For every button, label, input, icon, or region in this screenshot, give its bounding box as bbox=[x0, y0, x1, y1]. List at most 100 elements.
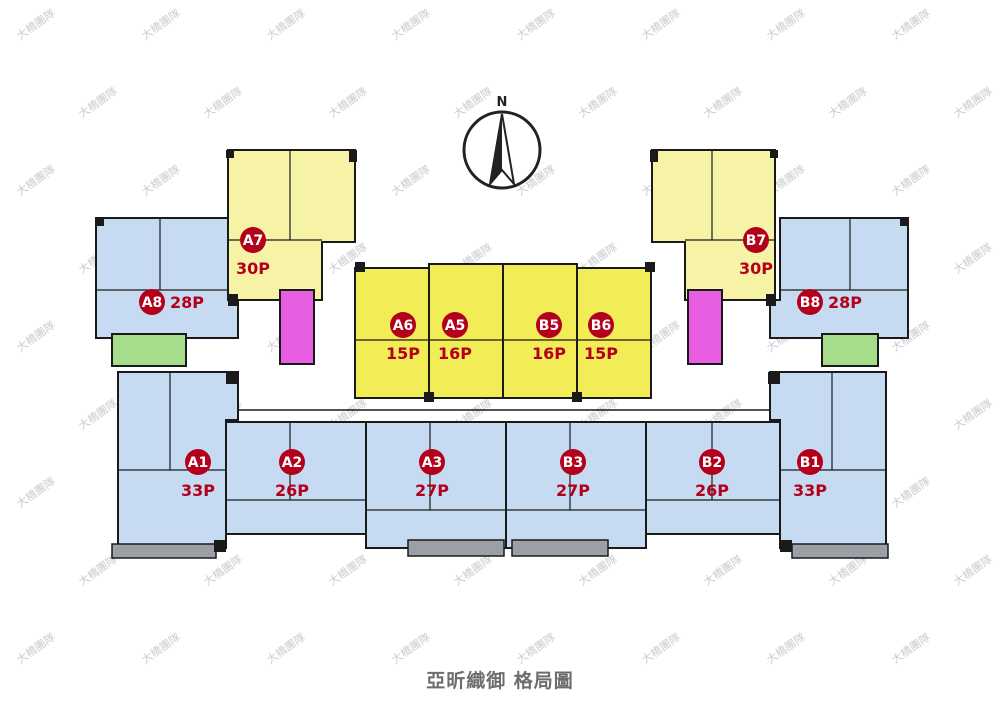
unit-area: 27P bbox=[556, 481, 590, 500]
watermark-text: 大橋團隊 bbox=[139, 162, 183, 199]
watermark-text: 大橋團隊 bbox=[639, 630, 683, 667]
unit-code: A8 bbox=[142, 295, 163, 311]
unit-badge bbox=[240, 227, 266, 253]
watermark-text: 大橋團隊 bbox=[389, 162, 433, 199]
balcony-b3 bbox=[511, 539, 609, 557]
unit-area: 33P bbox=[793, 481, 827, 500]
unit-area: 16P bbox=[438, 344, 472, 363]
north-label: N bbox=[497, 95, 508, 110]
unit-blocks bbox=[95, 149, 909, 559]
watermark-text: 大橋團隊 bbox=[889, 162, 933, 199]
unit-badge bbox=[185, 449, 211, 475]
unit-code: A7 bbox=[243, 233, 264, 249]
unit-area: 15P bbox=[584, 344, 618, 363]
unit-area: 16P bbox=[532, 344, 566, 363]
unit-label-a8: A8 28P bbox=[139, 289, 204, 315]
unit-code: A6 bbox=[393, 318, 414, 334]
plan-caption: 亞昕織御 格局圖 bbox=[426, 670, 574, 692]
unit-badge bbox=[279, 449, 305, 475]
unit-code: B1 bbox=[800, 455, 820, 471]
watermark-text: 大橋團隊 bbox=[389, 630, 433, 667]
unit-code: A5 bbox=[445, 318, 466, 334]
unit-badge bbox=[419, 449, 445, 475]
unit-code: A2 bbox=[282, 455, 303, 471]
unit-a3-block bbox=[365, 421, 507, 549]
elevator-west bbox=[279, 289, 315, 365]
watermark-text: 大橋團隊 bbox=[951, 84, 995, 121]
unit-code: A3 bbox=[422, 455, 443, 471]
stair-west bbox=[111, 333, 187, 367]
elevator-east bbox=[687, 289, 723, 365]
watermark-text: 大橋團隊 bbox=[451, 552, 495, 589]
unit-b6-block bbox=[576, 267, 652, 399]
unit-badge bbox=[536, 312, 562, 338]
unit-a2-block bbox=[225, 421, 367, 535]
watermark-text: 大橋團隊 bbox=[764, 630, 808, 667]
watermark-text: 大橋團隊 bbox=[889, 6, 933, 43]
unit-badge bbox=[390, 312, 416, 338]
watermark-text: 大橋團隊 bbox=[701, 552, 745, 589]
unit-code: B5 bbox=[539, 318, 559, 334]
balcony-a3 bbox=[407, 539, 505, 557]
unit-a8-block bbox=[95, 217, 239, 339]
watermark-text: 大橋團隊 bbox=[514, 630, 558, 667]
watermark-text: 大橋團隊 bbox=[76, 84, 120, 121]
watermark-text: 大橋團隊 bbox=[201, 84, 245, 121]
watermark-text: 大橋團隊 bbox=[951, 240, 995, 277]
watermark-text: 大橋團隊 bbox=[701, 84, 745, 121]
watermark-text: 大橋團隊 bbox=[139, 6, 183, 43]
watermark-text: 大橋團隊 bbox=[14, 6, 58, 43]
unit-area: 26P bbox=[275, 481, 309, 500]
unit-badge bbox=[442, 312, 468, 338]
unit-area: 30P bbox=[739, 259, 773, 278]
unit-code: B7 bbox=[746, 233, 766, 249]
watermark-text: 大橋團隊 bbox=[14, 162, 58, 199]
watermark-text: 大橋團隊 bbox=[576, 552, 620, 589]
unit-badge bbox=[139, 289, 165, 315]
watermark-text: 大橋團隊 bbox=[14, 474, 58, 511]
unit-area: 33P bbox=[181, 481, 215, 500]
watermark-text: 大橋團隊 bbox=[139, 630, 183, 667]
stair-east bbox=[821, 333, 879, 367]
structural-columns bbox=[96, 150, 908, 552]
watermark-text: 大橋團隊 bbox=[389, 6, 433, 43]
unit-a1-block bbox=[117, 371, 239, 549]
unit-a6-block bbox=[354, 267, 430, 399]
unit-label-a7: A7 30P bbox=[236, 227, 270, 278]
unit-code: B3 bbox=[563, 455, 583, 471]
watermark-text: 大橋團隊 bbox=[326, 84, 370, 121]
unit-b1-block bbox=[769, 371, 887, 549]
watermark-text: 大橋團隊 bbox=[639, 6, 683, 43]
unit-badge bbox=[588, 312, 614, 338]
unit-label-b7: B7 30P bbox=[739, 227, 773, 278]
unit-area: 28P bbox=[170, 293, 204, 312]
unit-code: A1 bbox=[188, 455, 209, 471]
watermark-text: 大橋團隊 bbox=[576, 84, 620, 121]
north-compass: N bbox=[462, 95, 542, 190]
unit-code: B6 bbox=[591, 318, 611, 334]
balcony-b1 bbox=[791, 543, 889, 559]
watermark-text: 大橋團隊 bbox=[951, 396, 995, 433]
watermark-text: 大橋團隊 bbox=[889, 474, 933, 511]
unit-area: 30P bbox=[236, 259, 270, 278]
watermark-text: 大橋團隊 bbox=[826, 84, 870, 121]
unit-area: 28P bbox=[828, 293, 862, 312]
watermark-text: 大橋團隊 bbox=[264, 6, 308, 43]
unit-label-a5: A5 16P bbox=[438, 312, 472, 363]
unit-label-b6: B6 15P bbox=[584, 312, 618, 363]
unit-badge bbox=[797, 449, 823, 475]
unit-label-a3: A3 27P bbox=[415, 449, 449, 500]
watermark-text: 大橋團隊 bbox=[14, 318, 58, 355]
unit-area: 27P bbox=[415, 481, 449, 500]
unit-b2-block bbox=[645, 421, 781, 535]
watermark-text: 大橋團隊 bbox=[764, 6, 808, 43]
unit-label-b5: B5 16P bbox=[532, 312, 566, 363]
watermark-text: 大橋團隊 bbox=[326, 552, 370, 589]
unit-code: B2 bbox=[702, 455, 722, 471]
unit-badge bbox=[560, 449, 586, 475]
